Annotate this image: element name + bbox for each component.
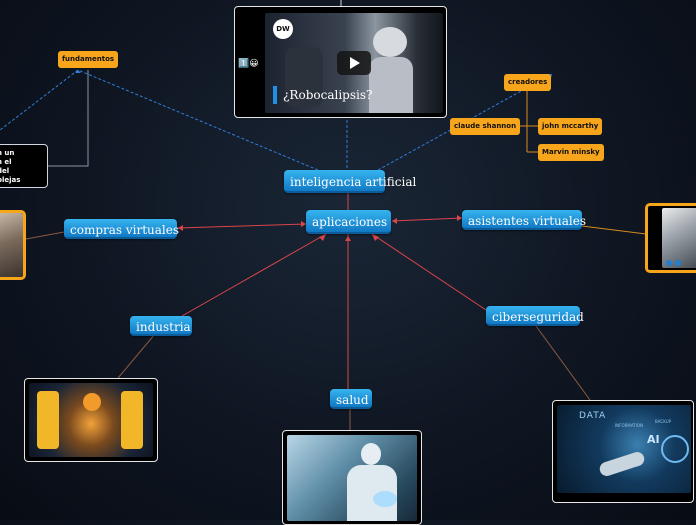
video-title: ¿Robocalipsis? [273, 86, 372, 104]
link-industry-image [117, 333, 156, 379]
link-cyber-image [535, 325, 591, 401]
node-creadores[interactable]: creadores [504, 74, 552, 91]
data-label: DATA [579, 411, 607, 421]
scientist-head-image [361, 443, 381, 465]
link-app-shopping [177, 223, 307, 229]
cyber-image-card[interactable]: DATA AI INFORMATION BACKUP [552, 400, 694, 503]
robot-body-image [369, 57, 413, 113]
worker-image [83, 393, 101, 411]
assistant-dot-icon [666, 260, 672, 266]
brain-hologram-image [373, 491, 397, 507]
hand-image [597, 450, 647, 478]
video-thumbnail[interactable]: DW [265, 13, 443, 113]
node-aplicaciones[interactable]: aplicaciones [306, 210, 391, 234]
information-label: INFORMATION [615, 423, 644, 428]
node-fundamentos[interactable]: fundamentos [58, 51, 119, 68]
node-salud[interactable]: salud [330, 389, 372, 409]
robot-arm-right-image [121, 391, 143, 449]
fundamentos-note: n un n el del plejas [0, 144, 48, 188]
note-line: plejas [0, 176, 21, 184]
play-icon[interactable] [337, 51, 371, 75]
health-image-card[interactable] [282, 430, 422, 525]
node-industria[interactable]: industria [130, 316, 192, 336]
link-root-fundamentals [77, 69, 319, 171]
note-line: n un [0, 149, 15, 157]
link-fundamentals-note [48, 70, 89, 167]
robot-arm-left-image [37, 391, 59, 449]
shopping-person-image [0, 213, 23, 277]
link-assistants-image [581, 225, 647, 235]
note-line: del [0, 167, 10, 175]
link-app-industry [181, 233, 327, 317]
link-fundamentals-left [0, 69, 79, 131]
link-app-cyber [371, 233, 487, 311]
node-asistentes-virtuales[interactable]: asistentes virtuales [462, 210, 586, 230]
node-ciberseguridad[interactable]: ciberseguridad [486, 306, 584, 326]
node-john-mccarthy[interactable]: john mccarthy [538, 118, 603, 135]
node-inteligencia-artificial[interactable]: inteligencia artificial [284, 170, 416, 193]
heart-eyes-emoji: 😍 [650, 234, 660, 244]
backup-label: BACKUP [655, 419, 672, 424]
circle-hud-icon [661, 435, 689, 463]
assistant-image-card[interactable]: 😍 [645, 203, 696, 273]
node-claude-shannon[interactable]: claude shannon [450, 118, 521, 135]
link-app-assistants [391, 217, 463, 222]
industry-image-card[interactable] [24, 378, 158, 462]
dw-logo-icon: DW [273, 19, 293, 39]
note-line: n el [0, 158, 12, 166]
video-emojis: 1️⃣😀 [238, 59, 259, 69]
node-compras-virtuales[interactable]: compras virtuales [64, 219, 179, 239]
node-marvin-minsky[interactable]: Marvin minsky [538, 144, 604, 161]
assistant-dot-icon [675, 260, 681, 266]
video-card[interactable]: DW 1️⃣😀 ¿Robocalipsis? [234, 6, 447, 118]
data-ai-hand-image: DATA AI INFORMATION BACKUP [557, 405, 691, 493]
shopping-image-card[interactable] [0, 210, 26, 280]
link-shopping-image [25, 231, 65, 240]
assistant-screen-image [662, 208, 696, 268]
robot-head-image [373, 27, 407, 57]
lab-scientist-image [287, 435, 417, 521]
industrial-robots-image [29, 383, 153, 457]
ai-label: AI [647, 433, 660, 446]
robot-arm-image [285, 47, 323, 107]
